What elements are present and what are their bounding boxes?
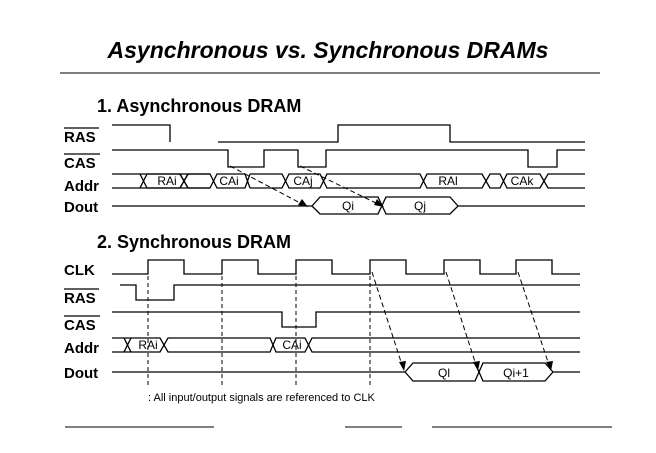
sync-dout-bus [112,362,580,382]
async-addr-label-0: RAi [157,174,176,188]
sync-ras-wave [120,284,580,301]
sync-arrow-head-3 [546,361,553,371]
slide-title: Asynchronous vs. Synchronous DRAMs [107,37,549,63]
sync-arrow-clk-to-ql [371,271,404,369]
sync-arrow-clk-to-qi1 [445,271,478,369]
async-addr-bus [112,173,585,189]
section1-heading: 1. Asynchronous DRAM [97,96,301,116]
async-addr-label-4: CAk [511,174,535,188]
async-arrow-head-2 [374,199,384,207]
async-dout-label-1: Qj [414,199,426,213]
async-arrow-cas1-to-qi [229,165,305,206]
sync-dout-label: Dout [64,365,98,382]
async-dout-label-0: Qi [342,199,354,213]
sync-addr-label: Addr [64,340,99,357]
async-dout-label: Dout [64,199,98,216]
sync-arrow-head-2 [473,361,480,371]
async-ras-wave-2 [218,124,585,143]
sync-cas-label: CAS [64,317,96,334]
sync-dout-label-1: Qi+1 [503,366,529,380]
async-ras-wave [112,124,171,142]
sync-arrow-clk-to-next [517,271,551,369]
async-ras-label: RAS [64,129,96,146]
async-arrow-head-1 [298,199,308,207]
sync-clk-wave [112,259,580,275]
async-addr-label-1: CAi [219,174,238,188]
async-addr-label-2: CAj [293,174,312,188]
sync-note: : All input/output signals are reference… [148,392,376,404]
sync-addr-bus [112,337,580,353]
sync-addr-label-1: CAi [282,338,301,352]
sync-clock-reference-lines [147,276,371,386]
async-addr-label: Addr [64,178,99,195]
section2-heading: 2. Synchronous DRAM [97,232,291,252]
sync-dout-label-0: Ql [438,366,450,380]
sync-addr-label-0: RAi [138,338,157,352]
async-addr-label-3: RAl [438,174,457,188]
sync-arrow-head-1 [399,361,406,371]
async-cas-label: CAS [64,155,96,172]
async-arrow-cas2-to-qj [299,165,381,206]
sync-clk-label: CLK [64,262,95,279]
sync-cas-wave [112,311,580,328]
sync-ras-label: RAS [64,290,96,307]
async-cas-wave [112,149,585,168]
